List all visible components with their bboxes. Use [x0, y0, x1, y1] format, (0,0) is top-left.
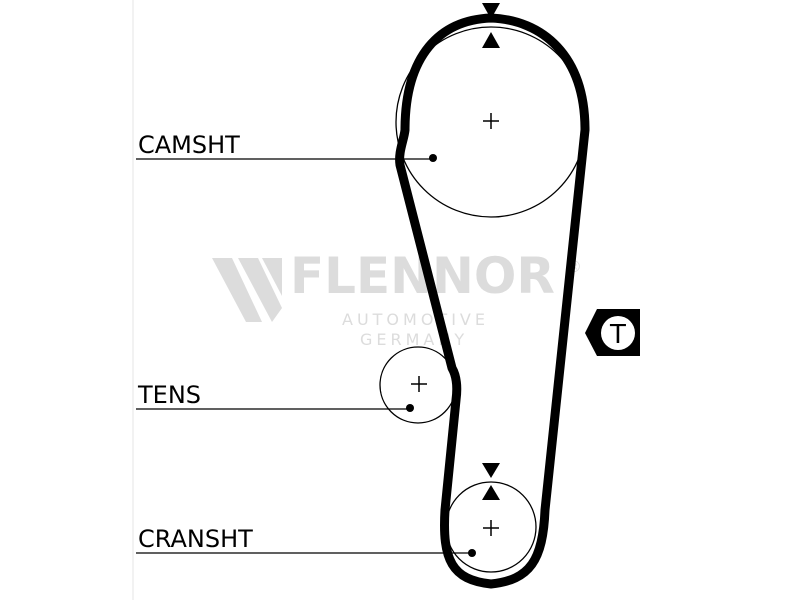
- watermark-logo-mark-3: [262, 258, 282, 296]
- watermark-line1: AUTOMOTIVE: [342, 310, 489, 329]
- flennor-watermark: FLENNOR ® AUTOMOTIVE GERMANY: [212, 247, 582, 349]
- watermark-logo-mark-2: [238, 258, 282, 322]
- tensioner-center-cross: [411, 376, 427, 392]
- tension-marker: T: [585, 309, 640, 356]
- watermark-logo-mark: [212, 258, 262, 322]
- crankshaft-label: CRANSHT: [138, 525, 253, 553]
- camshaft-center-cross: [483, 113, 499, 129]
- camshaft-dot: [429, 154, 437, 162]
- tensioner-label: TENS: [137, 381, 201, 409]
- watermark-line2: GERMANY: [360, 330, 468, 349]
- top-timing-mark: [482, 3, 500, 48]
- tensioner-dot: [406, 404, 414, 412]
- camshaft-label: CAMSHT: [138, 131, 240, 159]
- timing-belt: [395, 13, 590, 589]
- leader-lines: [136, 158, 472, 554]
- crankshaft-center-cross: [483, 520, 499, 536]
- timing-dots: [406, 154, 476, 557]
- pulley-centers: [411, 113, 499, 536]
- crank-timing-mark: [482, 463, 500, 500]
- tensioner-pulley: [379, 346, 457, 424]
- tension-marker-label: T: [609, 320, 626, 350]
